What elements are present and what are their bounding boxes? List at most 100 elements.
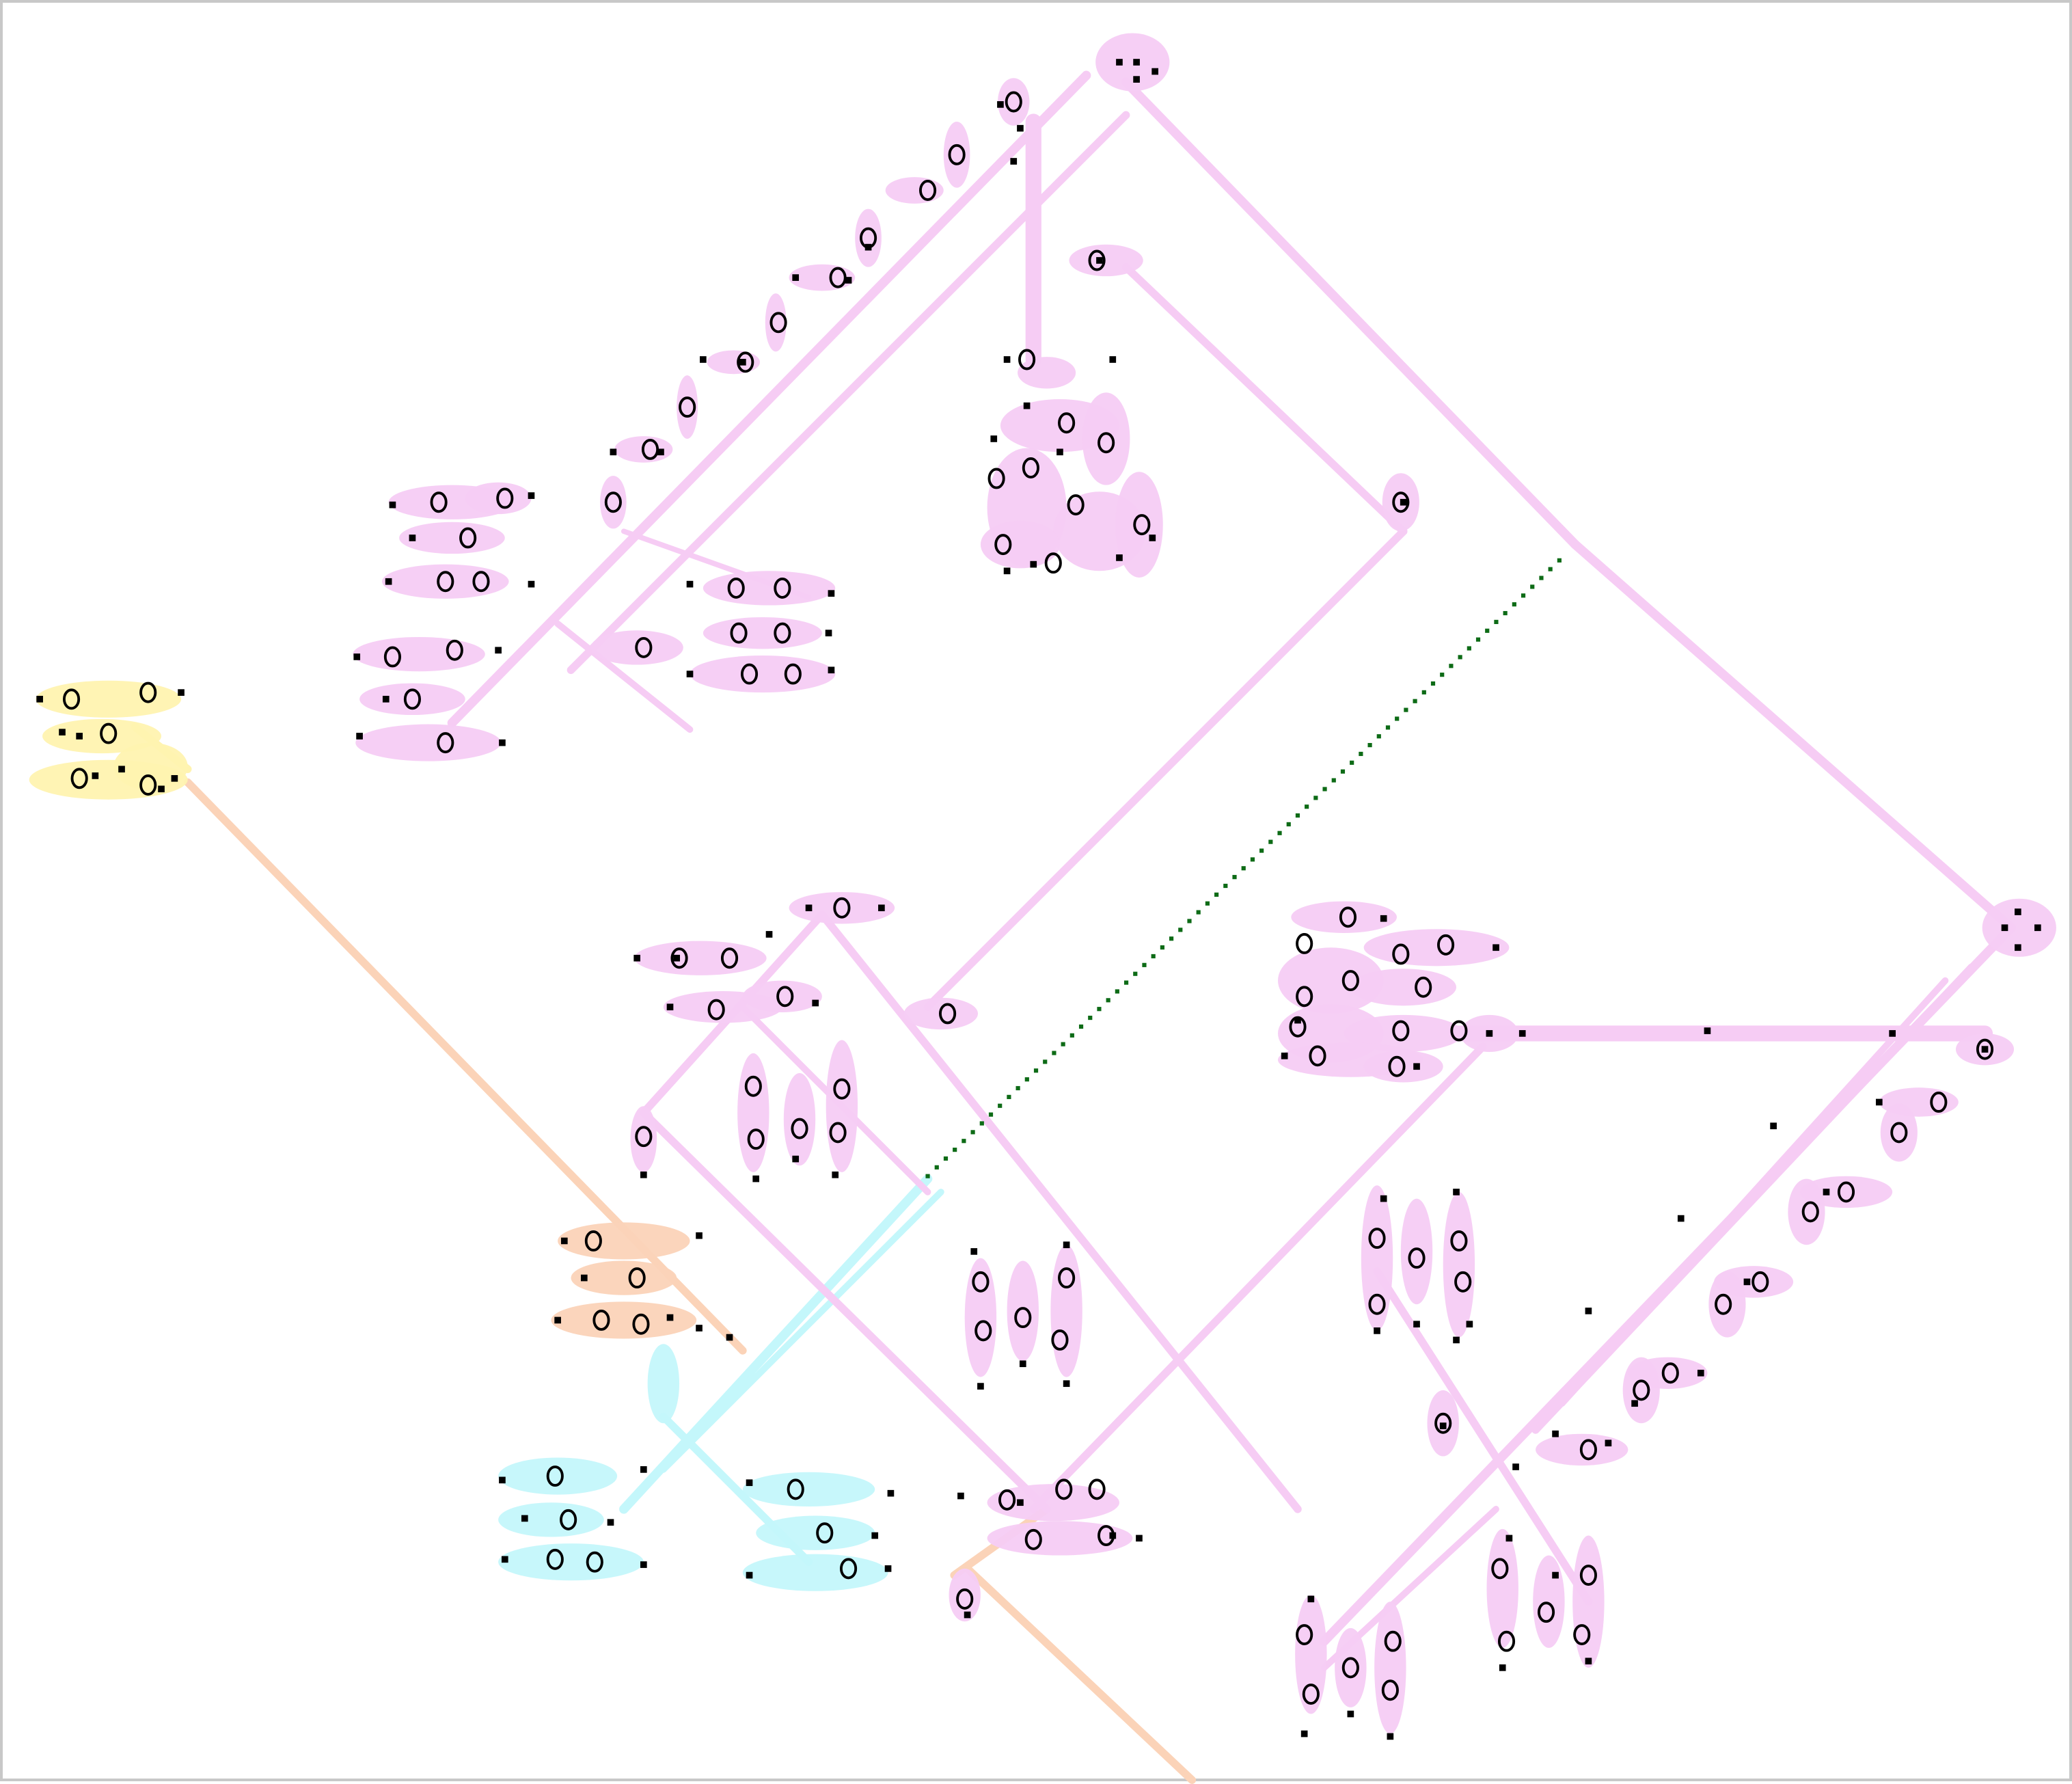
green-diagonal-signal [925,558,1562,1178]
live-cell [1347,1710,1354,1718]
cell-glyph [1309,1045,1326,1067]
cell-glyph [998,1489,1016,1511]
cell-glyph [1437,934,1455,956]
cell-glyph [1633,1379,1650,1401]
live-cell [554,1316,561,1324]
blob-shape [1788,1178,1825,1245]
still-life-blobs [29,33,2056,1734]
cell-glyph [1381,1679,1399,1701]
green-cell [970,1130,975,1135]
signal-line [567,111,1130,675]
cell-glyph [584,1230,602,1252]
cell-glyph [446,639,463,661]
green-cell [1475,637,1481,642]
cell-glyph [1751,1271,1769,1293]
cell-glyph [546,1548,564,1570]
cell-glyph [956,1588,974,1610]
cell-glyph [1388,1055,1406,1077]
cell-glyph [833,897,851,919]
green-cell [962,1139,966,1144]
cell-glyph [1341,970,1359,992]
live-cell [1387,1733,1394,1740]
blob-shape [765,293,787,352]
live-cell [696,1232,703,1239]
cell-glyph [774,622,791,644]
green-cell [1196,910,1201,915]
live-cell [990,435,998,442]
green-cell [1485,628,1490,633]
blob-shape [1115,472,1163,578]
cell-glyph [791,1118,808,1139]
cell-glyph [100,722,118,744]
blob-shape [1335,1627,1367,1707]
green-cell [1187,919,1192,923]
cell-glyph [459,527,477,549]
green-cell [1331,778,1336,783]
green-cell [1557,558,1562,563]
blob-shape [551,1301,697,1339]
blob-shape [1291,901,1398,933]
cell-glyph [1450,1230,1468,1252]
cell-glyph [1088,249,1106,271]
cell-glyph [1392,491,1410,513]
blob-shape [1277,947,1384,1014]
blob-shape [1095,33,1170,92]
green-cell [1376,734,1381,739]
live-cell [1823,1189,1830,1195]
live-cell [1585,1308,1592,1314]
cell-glyph [1801,1201,1819,1223]
cell-glyph [1837,1181,1855,1203]
green-cell [1367,742,1372,748]
blob-shape [353,636,485,672]
live-cell [1380,1195,1387,1202]
blob-shape [885,177,944,204]
live-cell [2015,908,2021,915]
green-cell [1395,716,1400,721]
cell-glyph [744,1075,762,1097]
green-cell [1123,980,1129,985]
green-cell [1430,681,1436,686]
green-cell [1313,796,1318,800]
cell-glyph [816,1522,834,1544]
cell-glyph [1408,1247,1426,1269]
live-cell [1981,1046,1989,1053]
live-cell [828,590,835,597]
cell-glyph [586,1551,603,1573]
live-cell [1889,1030,1896,1037]
live-cell [1010,158,1018,165]
cell-glyph [769,312,787,334]
cell-glyph [1302,1684,1320,1705]
green-cell [1097,1007,1102,1012]
live-cell [1512,1463,1519,1470]
live-cell [610,448,617,456]
blob-shape [1622,1357,1660,1424]
green-cell [1015,1085,1020,1091]
live-cell [1057,448,1063,456]
blob-shape [964,1258,997,1377]
cell-glyph [437,732,454,754]
cell-glyph [747,1128,765,1150]
live-cell [633,954,640,962]
green-cell [1503,610,1508,616]
live-cell [1875,1098,1883,1106]
live-cell [752,1175,760,1182]
live-cell [964,1611,971,1619]
blob-shape [355,724,501,761]
green-cell [1259,848,1264,853]
live-cell [353,653,361,660]
signal-line [1029,1042,1487,1513]
blob-shape [987,1521,1133,1556]
live-cell [528,492,535,499]
live-cell [700,356,707,363]
live-cell [1294,1016,1301,1024]
green-cell [1295,813,1300,818]
live-cell [495,647,502,654]
signal-line [1373,1267,1593,1606]
cell-glyph [1051,1329,1069,1351]
blob-shape [359,683,465,716]
cell-glyph [730,622,748,644]
blob-shape [855,208,882,267]
signal-line [447,70,1091,728]
live-cell [1486,1030,1493,1037]
cell-glyph [1392,943,1410,965]
